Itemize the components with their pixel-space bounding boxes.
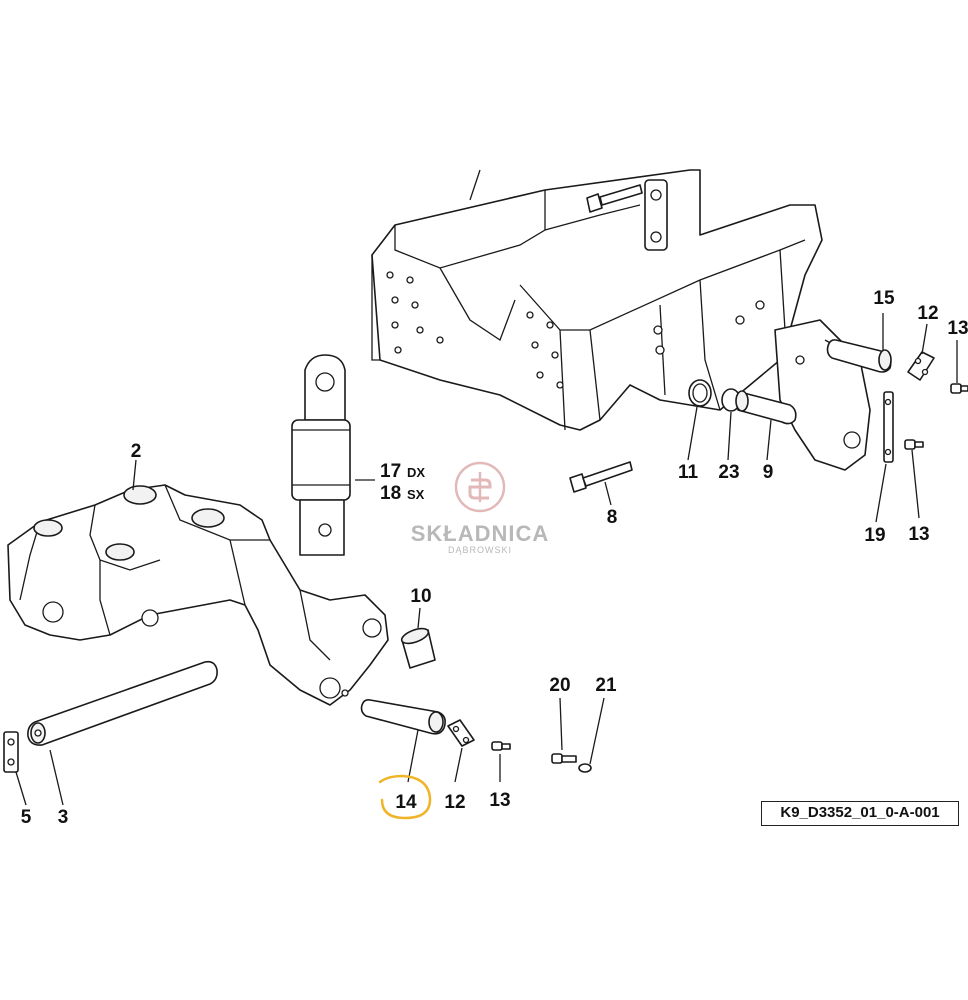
axle-support-casting	[7, 484, 389, 706]
plate-19	[883, 391, 894, 463]
hydraulic-cylinder	[291, 354, 351, 556]
callout-10: 10	[410, 586, 431, 607]
callout-13-right: 13	[908, 524, 929, 545]
leader-lines	[15, 313, 958, 806]
callout-23: 23	[718, 462, 739, 483]
callout-2: 2	[131, 441, 142, 462]
callout-13-top: 13	[947, 318, 968, 339]
callout-11: 11	[678, 462, 699, 483]
callout-12-left: 12	[444, 792, 465, 813]
reference-code-box: K9_D3352_01_0-A-001	[761, 801, 959, 826]
bolt-8	[569, 461, 633, 493]
highlight-mark	[378, 774, 432, 820]
callout-9: 9	[763, 462, 774, 483]
screw-13-left	[491, 741, 511, 751]
callout-19: 19	[864, 525, 885, 546]
callout-20: 20	[549, 675, 570, 696]
grease-nipple-21	[578, 763, 592, 773]
screw-20	[551, 753, 577, 764]
locking-plate-12-left	[447, 719, 475, 747]
callout-17: 17	[380, 461, 401, 482]
bolt-top	[586, 184, 643, 213]
watermark-emblem	[454, 461, 506, 513]
watermark-name: SKŁADNICA	[410, 521, 550, 546]
front-support-frame	[371, 169, 871, 471]
watermark-subtitle: DĄBROWSKI	[447, 545, 512, 555]
callout-18: 18	[380, 483, 401, 504]
callout-21: 21	[595, 675, 617, 696]
pin-14	[360, 699, 446, 735]
callout-5: 5	[21, 807, 32, 828]
callout-8: 8	[607, 507, 618, 528]
locking-plate-12-right	[907, 351, 935, 381]
screw-13-right-bottom	[904, 439, 924, 450]
callout-14: 14	[395, 792, 417, 813]
callout-17-suffix: DX	[407, 465, 425, 480]
locking-plate-5	[3, 731, 19, 773]
callout-15: 15	[873, 288, 895, 309]
callout-13-left: 13	[489, 790, 510, 811]
watermark-logo: SKŁADNICA DĄBROWSKI	[400, 460, 560, 555]
screw-13-right-top	[950, 383, 968, 394]
callout-18-suffix: SX	[407, 487, 425, 502]
o-ring-11	[688, 379, 712, 407]
callout-12-right: 12	[917, 303, 938, 324]
pin-15	[826, 339, 892, 373]
long-pin	[27, 660, 218, 746]
callout-3: 3	[58, 807, 69, 828]
pin-9	[735, 390, 797, 425]
bushing	[400, 627, 436, 669]
